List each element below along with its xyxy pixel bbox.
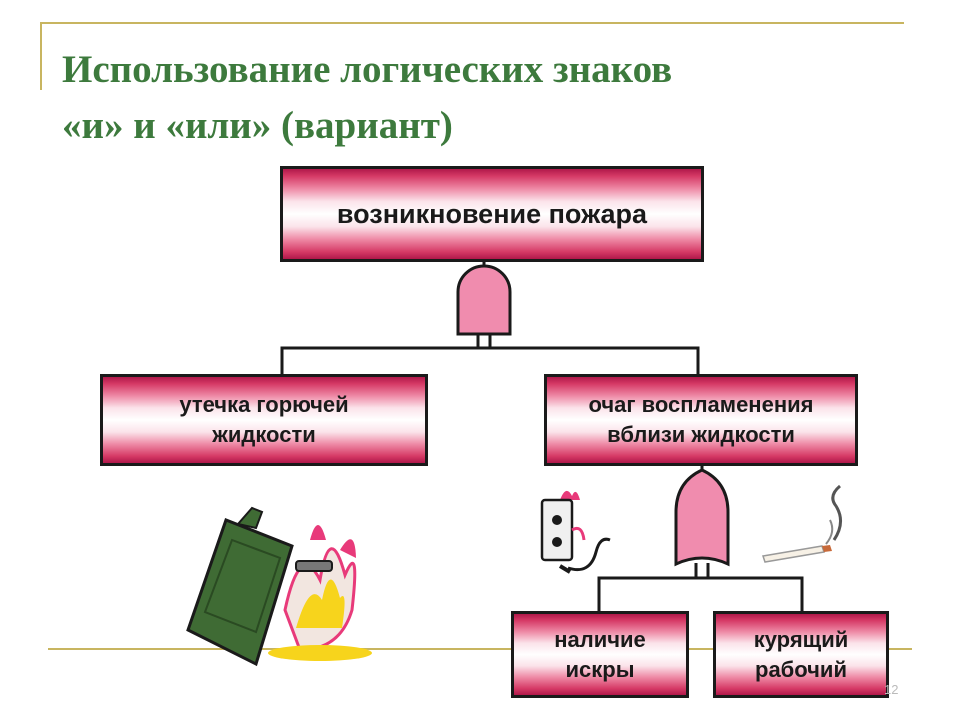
event-label: возникновение пожара — [336, 198, 648, 229]
slide-title: Использование логических знаков «и» и «и… — [62, 42, 922, 154]
event-label-line-2: рабочий — [755, 656, 847, 682]
event-box-smoking-worker: курящий рабочий — [713, 611, 889, 698]
event-box-fuel-leak: утечка горючей жидкости — [100, 374, 428, 466]
event-label-line-1: наличие — [554, 626, 646, 652]
frame-bottom-line — [48, 648, 912, 650]
event-label-line-2: искры — [565, 656, 635, 682]
frame-left-line — [40, 22, 42, 90]
event-box-spark: наличие искры — [511, 611, 689, 698]
burning-electrical-socket-icon — [540, 490, 611, 574]
event-label-line-1: очаг воспламенения — [588, 392, 814, 417]
event-box-top: возникновение пожара — [280, 166, 704, 262]
fuel-canister-on-fire-icon — [186, 506, 372, 667]
connector-lines-bottom — [597, 466, 804, 611]
event-label-line-2: жидкости — [212, 422, 316, 447]
and-gate-icon — [456, 264, 512, 336]
event-label-line-1: курящий — [753, 626, 849, 652]
or-gate-icon — [674, 468, 730, 567]
event-label-line-2: вблизи жидкости — [607, 422, 795, 447]
event-label-line-1: утечка горючей — [179, 392, 349, 417]
slide-title-line-1: Использование логических знаков — [62, 48, 673, 91]
page-number: 12 — [884, 682, 899, 697]
frame-top-line — [40, 22, 904, 24]
smoking-cigarette-icon — [762, 484, 842, 563]
event-box-ignition-source: очаг воспламенения вблизи жидкости — [544, 374, 858, 466]
slide-title-line-2: «и» и «или» (вариант) — [62, 104, 453, 147]
